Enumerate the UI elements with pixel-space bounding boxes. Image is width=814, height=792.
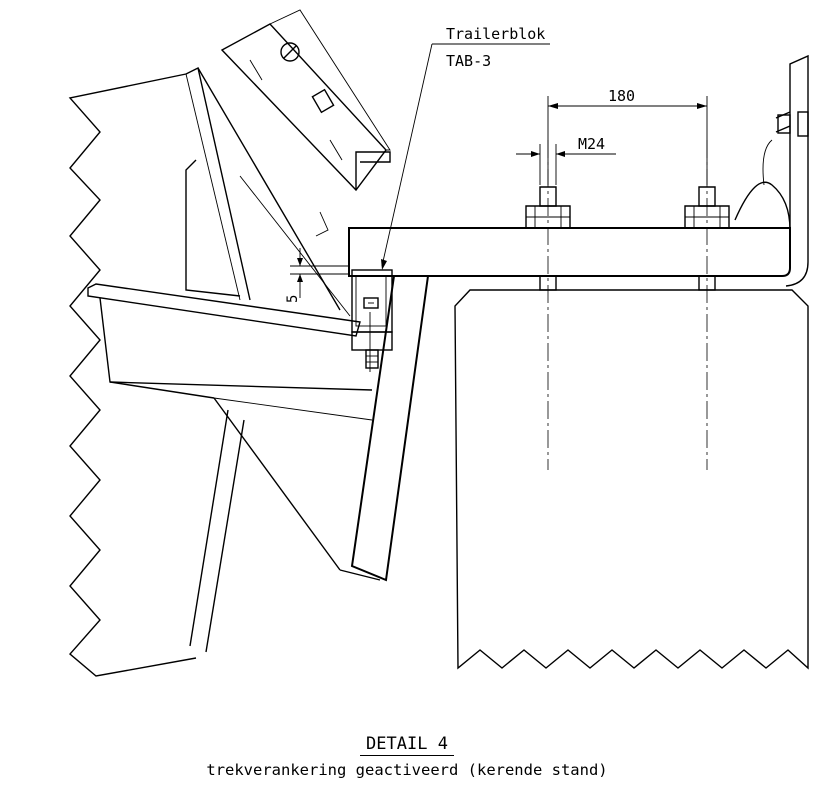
anchor-bolt-right [684,186,730,291]
dimension-m24 [516,144,616,185]
dimension-180 [547,96,708,185]
trailerblok-device [351,269,393,372]
concrete-foundation [454,289,809,670]
detail-title: DETAIL 4 [0,734,814,756]
trailerblok-label: Trailerblok [446,25,545,43]
detail-subtitle: trekverankering geactiveerd (kerende sta… [206,761,608,779]
dimension-180-label: 180 [608,87,635,105]
hook-bracket [734,54,809,287]
top-steel-plate [348,227,791,277]
trailer-structure [68,9,430,677]
dimension-5 [290,248,350,298]
tab3-label: TAB-3 [446,52,491,70]
anchor-bolt-left [525,186,571,291]
dimension-m24-label: M24 [578,135,605,153]
dimension-5-label: 5 [285,295,301,303]
trailerblok-leader [381,43,550,270]
detail-title-text: DETAIL 4 [360,734,454,756]
